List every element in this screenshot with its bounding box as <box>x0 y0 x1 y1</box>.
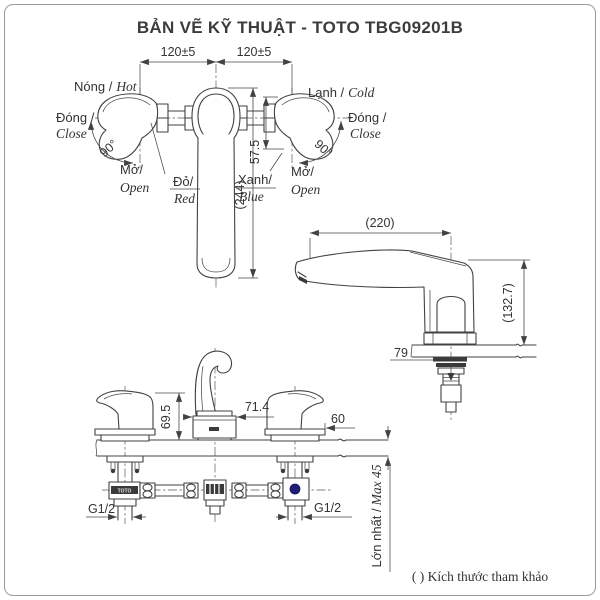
top-view: 120±5 120±5 90° 90° <box>56 45 387 288</box>
label-open-left-vi: Mở/ <box>120 162 143 177</box>
dim-71-4: 71.4 <box>245 400 269 414</box>
label-blue-vi: Xanh/ <box>238 172 272 187</box>
drawing-title: BẢN VẼ KỸ THUẬT - TOTO TBG09201B <box>136 18 464 37</box>
dim-120-right: 120±5 <box>237 45 272 59</box>
label-close-right-en: Close <box>350 126 381 141</box>
label-cold: Lạnh /Cold <box>308 85 375 100</box>
dim-69-5: 69.5 <box>159 405 173 429</box>
dim-120-left: 120±5 <box>161 45 196 59</box>
brand-mark: TOTO <box>118 489 132 495</box>
label-close-right-vi: Đóng / <box>348 110 387 125</box>
label-open-right-vi: Mở/ <box>291 164 314 179</box>
label-close-left-en: Close <box>56 126 87 141</box>
front-view: 69.5 71.4 60 TOTO <box>86 348 392 572</box>
dim-57-5: 57.5 <box>248 140 262 164</box>
drawing-border <box>4 4 596 596</box>
dim-60: 60 <box>331 412 345 426</box>
label-red-en: Red <box>173 191 195 206</box>
label-open-left-en: Open <box>120 180 149 195</box>
footnote: ( ) Kích thước tham khảo <box>412 569 549 584</box>
label-red-vi: Đỏ/ <box>173 174 194 189</box>
blue-indicator-dot <box>289 483 301 495</box>
label-close-left-vi: Đóng / <box>56 110 95 125</box>
side-view: (220) <box>294 216 537 420</box>
label-blue-en: Blue <box>239 189 264 204</box>
dim-132-7: (132.7) <box>501 283 515 323</box>
label-open-right-en: Open <box>291 182 320 197</box>
dim-79: 79 <box>394 346 408 360</box>
dim-220: (220) <box>365 216 394 230</box>
thread-left: G1/2 <box>88 502 115 516</box>
label-hot: Nóng /Hot <box>74 79 138 94</box>
dim-max-45: Lớn nhất /Max 45 <box>369 464 384 567</box>
thread-right: G1/2 <box>314 501 341 515</box>
